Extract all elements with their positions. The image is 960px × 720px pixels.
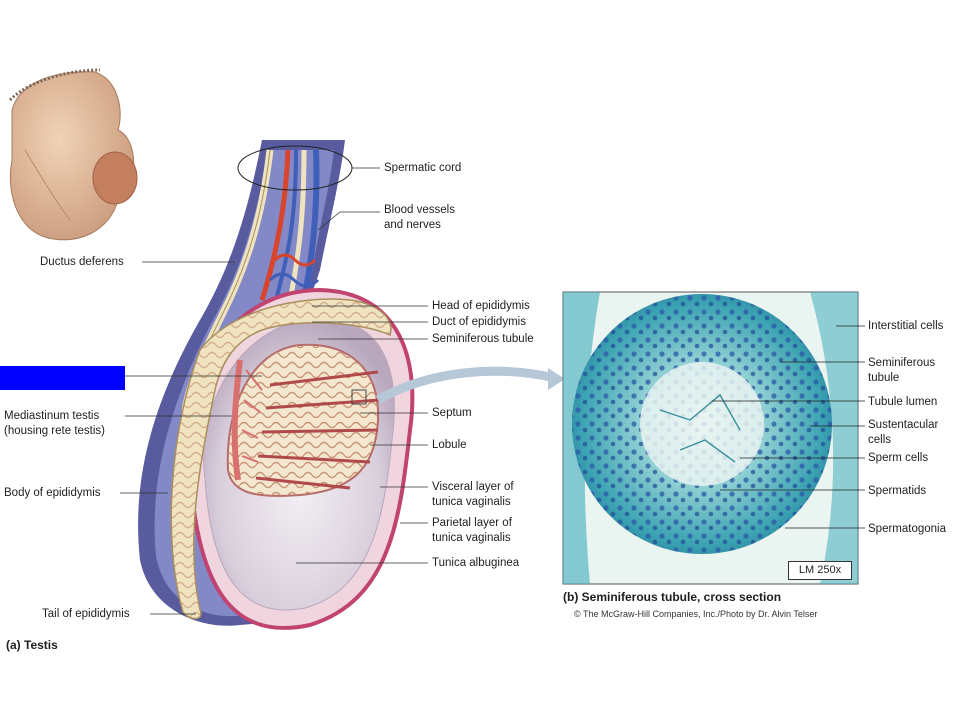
label-tubule-lumen: Tubule lumen: [868, 396, 938, 408]
label-seminiferous-line1: Seminiferous: [868, 357, 936, 369]
label-sperm-cells: Sperm cells: [868, 452, 929, 464]
external-anatomy-inset: [8, 68, 138, 241]
testis-illustration: [138, 140, 565, 630]
label-parietal-line1: Parietal layer of: [432, 517, 512, 529]
label-septum: Septum: [432, 407, 472, 419]
label-duct-of-epididymis: Duct of epididymis: [432, 316, 526, 328]
label-seminiferous-tubule: Seminiferous tubule: [432, 333, 534, 345]
histology-micrograph: [562, 291, 865, 585]
label-body-of-epididymis: Body of epididymis: [4, 487, 101, 499]
label-tail-of-epididymis: Tail of epididymis: [42, 608, 130, 620]
label-interstitial-cells: Interstitial cells: [868, 320, 944, 332]
label-mediastinum-line1: Mediastinum testis: [4, 410, 100, 422]
label-spermatic-cord: Spermatic cord: [384, 162, 462, 174]
label-spermatogonia: Spermatogonia: [868, 523, 946, 535]
label-spermatids: Spermatids: [868, 485, 927, 497]
leader-lines: [120, 167, 428, 615]
label-parietal-line2: tunica vaginalis: [432, 532, 511, 544]
label-head-of-epididymis: Head of epididymis: [432, 300, 530, 312]
scale-label: LM 250x: [788, 561, 852, 580]
label-visceral-line2: tunica vaginalis: [432, 496, 511, 508]
label-visceral-line1: Visceral layer of: [432, 481, 514, 493]
label-mediastinum-line2: (housing rete testis): [4, 425, 105, 437]
caption-cross-section: (b) Seminiferous tubule, cross section: [563, 590, 782, 604]
label-tunica-albuginea: Tunica albuginea: [432, 557, 520, 569]
caption-testis: (a) Testis: [6, 638, 58, 652]
caption-credit: © The McGraw-Hill Companies, Inc./Photo …: [574, 609, 818, 619]
label-seminiferous-line2: tubule: [868, 372, 900, 384]
label-sustentacular-line1: Sustentacular: [868, 419, 939, 431]
label-blood-vessels-line1: Blood vessels: [384, 204, 455, 216]
label-ductus-deferens: Ductus deferens: [40, 256, 124, 268]
label-sustentacular-line2: cells: [868, 434, 892, 446]
label-blood-vessels-line2: and nerves: [384, 219, 441, 231]
redaction-box: [0, 366, 125, 390]
label-lobule: Lobule: [432, 439, 467, 451]
